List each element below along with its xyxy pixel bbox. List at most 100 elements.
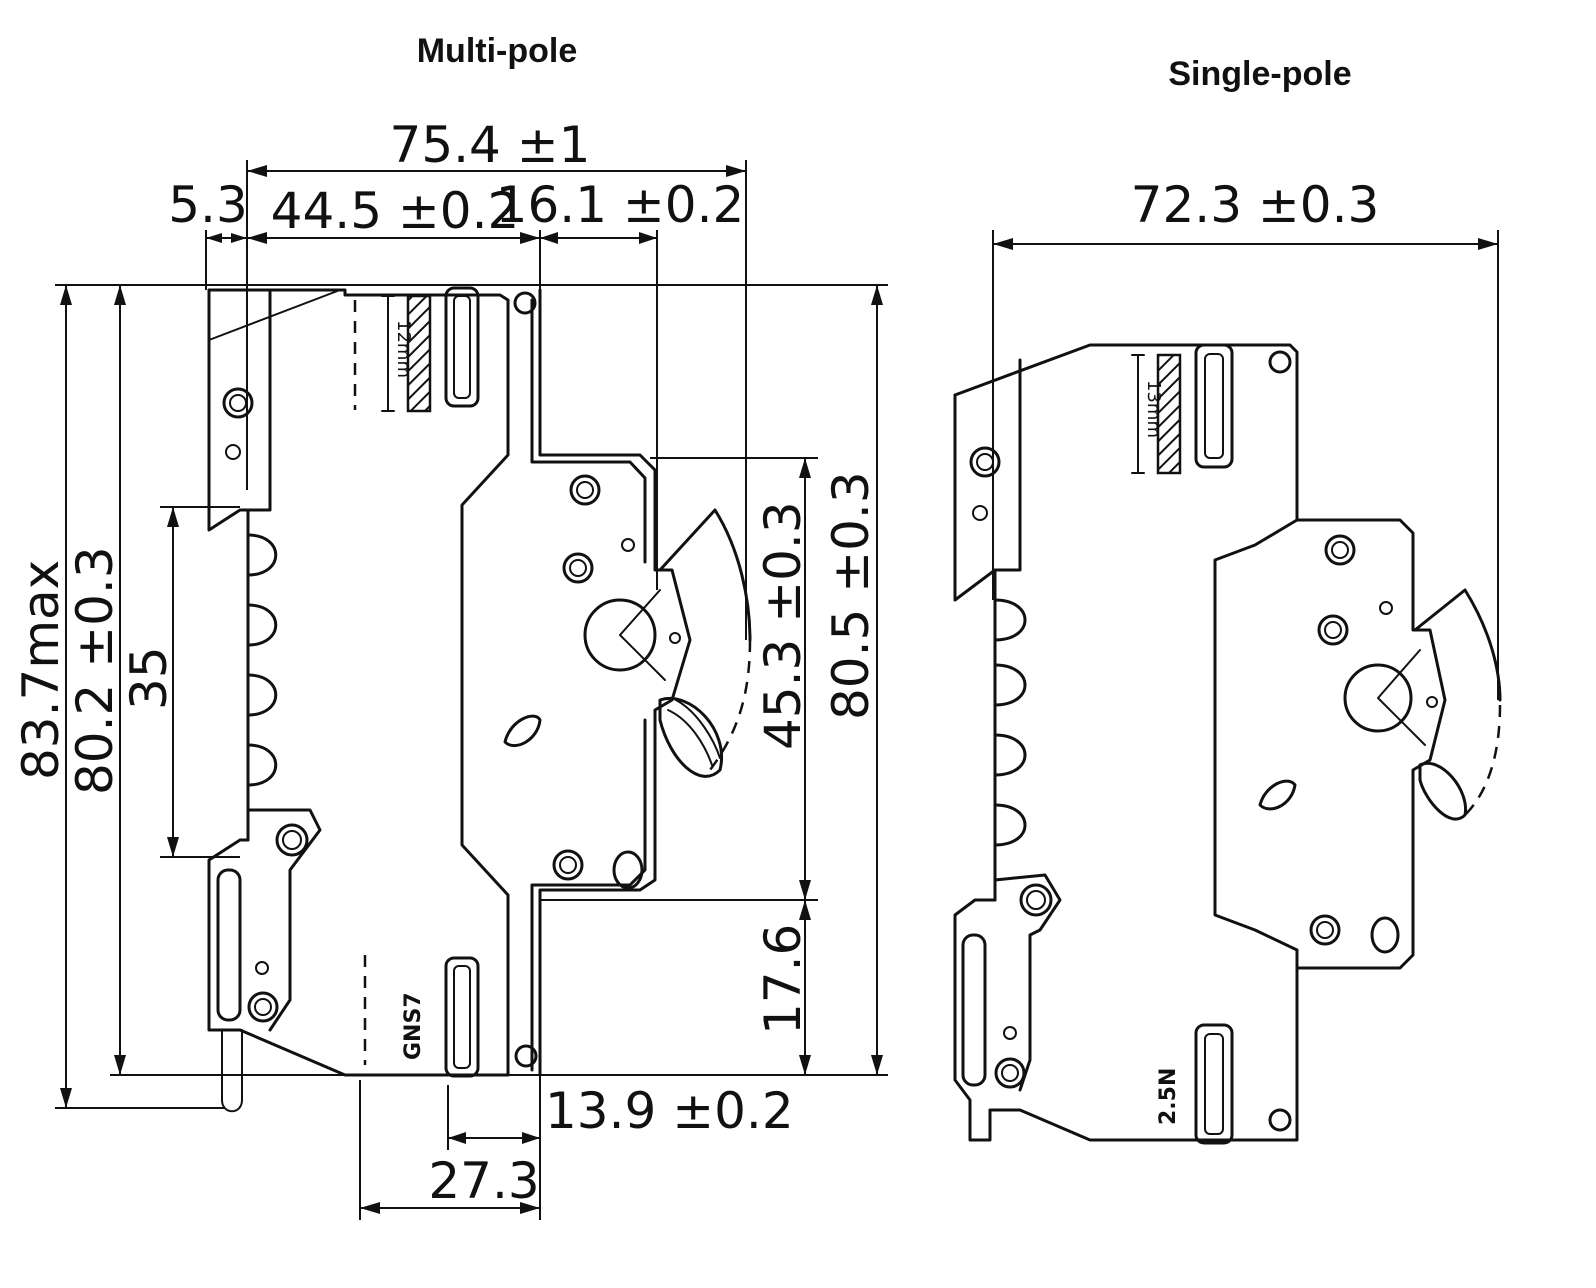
- multi-pole-top-slot-inner: [453, 295, 471, 399]
- single-pole-hole-11: [994, 1057, 1026, 1089]
- single-pole-bottom-slot: [1194, 1023, 1234, 1145]
- single-pole-handle-arc: [1464, 704, 1502, 816]
- multi-pole-oval-mark: [503, 714, 542, 748]
- single-pole-strip-length: 13mm: [1143, 380, 1164, 438]
- dim-overall-height-max: 83.7max: [12, 560, 70, 780]
- single-pole-top-slot: [1194, 343, 1234, 469]
- single-pole-top-slot-inner: [1204, 353, 1224, 459]
- single-pole-hole-12: [1268, 1108, 1292, 1132]
- dim-front-left-width: 44.5 ±0.2: [271, 182, 520, 240]
- single-pole-hole-9: [1019, 883, 1053, 917]
- single-dim-overall-width: 72.3 ±0.3: [1131, 176, 1380, 234]
- dim-bottom-small: 13.9 ±0.2: [545, 1082, 794, 1140]
- multi-pole-bottom-slot: [444, 956, 480, 1078]
- single-pole-toggle-knob: [1418, 761, 1467, 821]
- multi-pole-hole-5-inner: [569, 559, 587, 577]
- single-pole-body-outline: [953, 343, 1299, 1142]
- multi-pole-hole-8: [612, 850, 644, 890]
- multi-pole-strip-length: 12mm: [393, 320, 414, 378]
- single-pole-strip-gauge-dim: [1131, 354, 1145, 474]
- single-pole-terminal-bumps: [993, 598, 1027, 847]
- single-pole-hole-2: [972, 505, 988, 521]
- single-pole-handle-pivot: [1343, 663, 1413, 733]
- multi-pole-latch-slot: [216, 868, 242, 1022]
- single-pole-small-hole-1: [1426, 696, 1438, 708]
- multi-pole-handle-lever: [619, 589, 666, 681]
- multi-pole-hole-11: [247, 991, 279, 1023]
- single-pole-hole-11-inner: [1001, 1064, 1019, 1082]
- dim-bottom-large: 27.3: [428, 1152, 539, 1210]
- single-pole-body-left-upper: [953, 358, 1022, 602]
- multi-pole-handle-pivot: [583, 598, 657, 672]
- multi-pole-hole-9: [275, 823, 309, 857]
- multi-pole-toggle-knob: [658, 697, 723, 778]
- single-pole-dimensions: 72.3 ±0.3: [992, 176, 1499, 700]
- single-pole-hole-4: [1324, 534, 1356, 566]
- multi-pole-strip-gauge-dim: [381, 295, 395, 412]
- multi-pole-handle-arc: [708, 639, 752, 771]
- dim-front-offset: 16.1 ±0.2: [496, 176, 745, 234]
- multi-pole-hole-11-inner: [254, 998, 272, 1016]
- dim-rail-width: 35: [120, 646, 178, 710]
- multi-pole-handle: [658, 508, 752, 642]
- single-pole-hole-9-inner: [1026, 890, 1046, 910]
- multi-pole-terminal-bumps: [246, 533, 278, 787]
- single-pole-hole-5: [1317, 614, 1349, 646]
- single-pole-hole-10: [1003, 1026, 1017, 1040]
- single-pole-hole-7-inner: [1316, 921, 1334, 939]
- multi-pole-small-hole-1: [669, 632, 681, 644]
- multi-pole-hole-6: [621, 538, 635, 552]
- single-pole-hole-3: [1268, 350, 1292, 374]
- multi-pole-body-outline: [207, 288, 510, 1077]
- dim-lower-height: 17.6: [754, 924, 812, 1035]
- single-pole-front-step: [1295, 518, 1447, 970]
- multi-pole-hole-2: [225, 444, 241, 460]
- single-pole-handle-lever: [1377, 649, 1426, 746]
- title-multi-pole: Multi-pole: [417, 32, 578, 70]
- single-pole-hole-1-inner: [976, 453, 994, 471]
- multi-pole-hole-3: [513, 291, 537, 315]
- single-pole-hole-7: [1309, 914, 1341, 946]
- multi-pole-hole-1-inner: [229, 394, 247, 412]
- single-pole-hole-5-inner: [1324, 621, 1342, 639]
- multi-pole-hole-1: [222, 387, 254, 419]
- multi-pole-strip-gauge: [406, 294, 432, 413]
- multi-pole-body-left-upper: [207, 288, 272, 532]
- dim-overall-width: 75.4 ±1: [390, 116, 591, 174]
- multi-pole-toggle-knob-lines: [667, 699, 721, 766]
- multi-pole-front-inner: [530, 298, 647, 1072]
- multi-pole-hole-7: [552, 849, 584, 881]
- multi-pole-latch-tail: [221, 1029, 243, 1113]
- title-single-pole: Single-pole: [1168, 55, 1351, 93]
- multi-pole-dimensions: 75.4 ±1 5.3 44.5 ±0.2 16.1 ±0.2 83.7max …: [12, 116, 888, 1220]
- single-pole-hole-4-inner: [1331, 541, 1349, 559]
- multi-pole-front-step: [538, 288, 692, 1077]
- multi-pole-hole-7-inner: [559, 856, 577, 874]
- single-pole-hole-1: [969, 446, 1001, 478]
- dim-height-body: 80.2 ±0.3: [66, 546, 124, 795]
- multi-pole-hole-4-inner: [576, 481, 594, 499]
- multi-pole-hole-4: [569, 474, 601, 506]
- single-pole-strip-gauge: [1156, 353, 1182, 475]
- multi-pole-bottom-slot-inner: [453, 965, 471, 1069]
- single-pole-latch-slot: [961, 933, 987, 1087]
- multi-pole-hole-9-inner: [282, 830, 302, 850]
- multi-pole-top-slot: [444, 286, 480, 408]
- single-pole-bottom-slot-inner: [1204, 1033, 1224, 1135]
- dim-total-height-right: 80.5 ±0.3: [822, 471, 880, 720]
- single-pole-hole-8: [1370, 916, 1400, 954]
- single-pole-device: 13mm 2.5N: [953, 343, 1502, 1145]
- single-pole-oval-mark: [1258, 779, 1297, 811]
- single-pole-handle: [1413, 588, 1502, 702]
- dim-offset-left: 5.3: [168, 176, 248, 234]
- dim-front-height: 45.3 ±0.3: [754, 501, 812, 750]
- multi-pole-hole-10: [255, 961, 269, 975]
- multi-pole-clip-slant: [208, 289, 341, 341]
- multi-pole-hole-12: [514, 1044, 538, 1068]
- multi-pole-brand: GNS7: [401, 992, 426, 1060]
- single-pole-hole-6: [1379, 601, 1393, 615]
- multi-pole-device: 12mm GNS7: [207, 286, 752, 1113]
- single-pole-brand: 2.5N: [1156, 1068, 1181, 1125]
- multi-pole-hole-5: [562, 552, 594, 584]
